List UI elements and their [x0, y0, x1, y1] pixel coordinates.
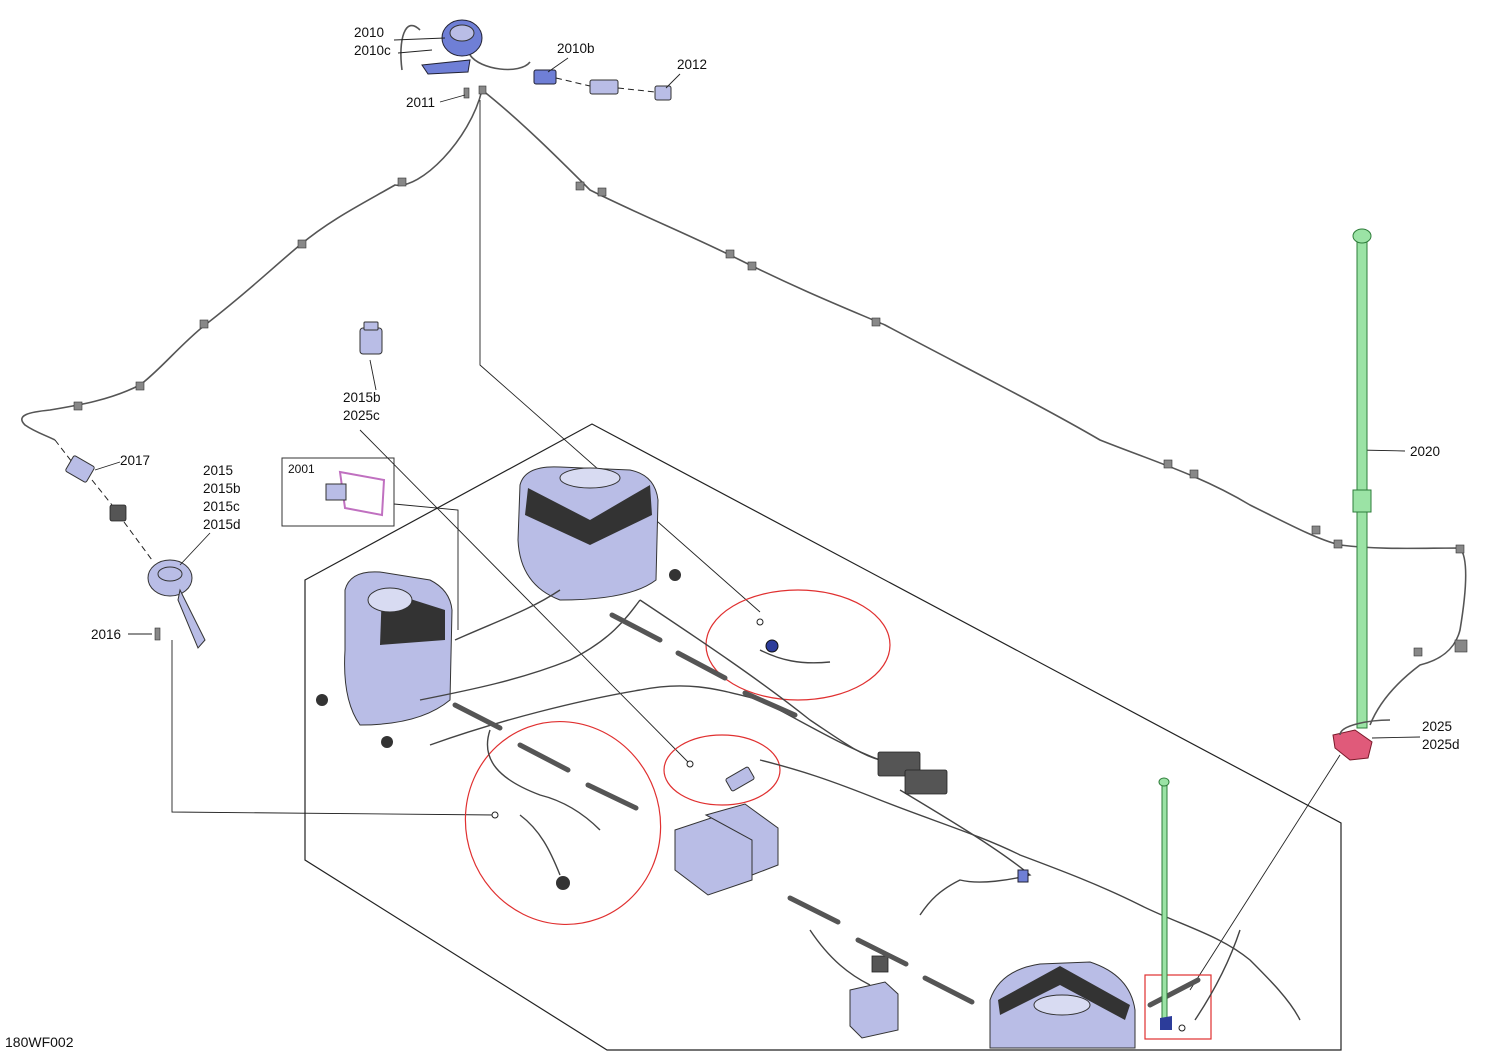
- harness-clips: [73, 177, 1468, 657]
- container-bottom: [989, 961, 1136, 1049]
- callout-2010b: 2010b: [557, 41, 595, 56]
- callout-2015: 2015: [203, 463, 233, 478]
- callout-2017: 2017: [120, 453, 150, 468]
- highlight-circles: [464, 589, 1212, 1040]
- callout-2001: 2001: [288, 462, 315, 476]
- batteries: [674, 803, 899, 1039]
- inset-2001: [281, 457, 395, 527]
- callout-2025: 2025: [1422, 719, 1452, 734]
- callout-2010c: 2010c: [354, 43, 391, 58]
- leader-end-dots: [491, 618, 1186, 1032]
- container-top: [517, 466, 659, 601]
- fuse-rails: [452, 612, 1201, 1008]
- callout-2016: 2016: [91, 627, 121, 642]
- callout-2010: 2010: [354, 25, 384, 40]
- callout-2025d: 2025d: [1422, 737, 1460, 752]
- callout-2015b: 2015b: [203, 481, 241, 496]
- callout-2015b-top: 2015b: [343, 390, 381, 405]
- internal-harness: [419, 589, 1301, 1021]
- overhead-harness: [21, 89, 1468, 726]
- top-device-2010: [400, 19, 531, 99]
- internal-connectors: [316, 569, 1029, 890]
- callout-2015c: 2015c: [203, 499, 240, 514]
- assembly-frame: [304, 423, 1342, 1051]
- red-mount-2025: [1160, 719, 1391, 1030]
- callout-2015d: 2015d: [203, 517, 241, 532]
- connector-2010b: [533, 69, 672, 101]
- left-device-2015: [147, 559, 206, 649]
- callout-2020: 2020: [1410, 444, 1440, 459]
- callout-2011: 2011: [406, 95, 435, 110]
- callout-labels: 2010 2010c 2010b 2012 2011 2015b 2025c 2…: [5, 25, 1460, 1050]
- left-connector-2017: [54, 439, 153, 561]
- connector-2015b-2025c: [359, 321, 383, 355]
- callout-2012: 2012: [677, 57, 707, 72]
- container-left: [344, 571, 453, 726]
- green-rod-2020: [1158, 228, 1372, 1023]
- figure-code: 180WF002: [5, 1034, 74, 1050]
- leader-lines: [171, 100, 1421, 991]
- callout-2025c: 2025c: [343, 408, 380, 423]
